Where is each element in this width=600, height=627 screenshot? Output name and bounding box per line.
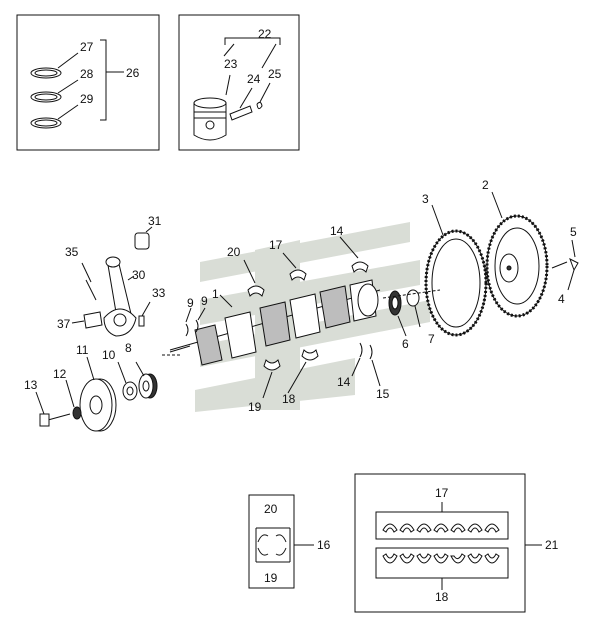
piston-box [178,14,300,151]
rod-bushing [134,232,150,250]
callout-17-box: 17 [435,486,449,500]
callout-25: 25 [268,67,282,81]
connecting-rod-group [71,226,153,337]
callout-14-top: 14 [330,224,344,238]
callout-20-box: 20 [264,502,278,516]
callout-23: 23 [224,57,238,71]
piston-pin [229,105,253,121]
callout-8: 8 [125,341,132,355]
callout-27: 27 [80,40,94,54]
circlip [256,101,263,110]
box-frame [16,14,160,151]
callout-22: 22 [258,27,272,41]
main-bearing-set-box [354,473,542,613]
callout-1: 1 [212,287,219,301]
callout-24: 24 [247,72,261,86]
callout-10: 10 [102,348,116,362]
callout-14-bottom: 14 [337,375,351,389]
spacer [122,381,138,401]
callout-19: 19 [248,400,262,414]
callout-13: 13 [24,378,38,392]
callout-19-box: 19 [264,571,278,585]
callout-18-box: 18 [435,590,449,604]
callout-5: 5 [570,225,577,239]
callout-17: 17 [269,238,283,252]
rear-flywheel-group [382,191,579,337]
callout-16: 16 [317,538,331,552]
callout-labels: 27 28 29 26 22 23 24 25 31 35 30 33 37 2… [24,27,577,604]
dowel [138,315,145,327]
callout-11: 11 [76,343,89,357]
callout-29: 29 [80,92,94,106]
callout-15: 15 [376,387,390,401]
callout-2: 2 [482,178,489,192]
box-frame [248,494,295,589]
box-frame [354,473,526,613]
callout-4: 4 [558,292,565,306]
front-pulley-group [35,356,158,432]
callout-3: 3 [422,192,429,206]
callout-26: 26 [126,66,140,80]
pulley-bolt [39,413,50,427]
flywheel-bolt [569,257,579,272]
callout-7: 7 [428,332,435,346]
bearing-cap [83,311,103,329]
callout-18: 18 [282,392,296,406]
callout-9a: 9 [187,296,194,310]
callout-6: 6 [402,337,409,351]
washer [72,406,82,420]
callout-28: 28 [80,67,94,81]
callout-9b: 9 [201,294,208,308]
lower-bearing-shells [382,553,500,564]
box-frame [178,14,300,151]
piston-rings-box [16,14,160,151]
thrust-washer-box [248,494,314,589]
callout-20: 20 [227,245,241,259]
callout-30: 30 [132,268,146,282]
crankshaft [162,279,381,366]
callout-31: 31 [148,214,162,228]
callout-35: 35 [65,245,79,259]
callout-37: 37 [57,317,71,331]
rear-ring [406,289,420,307]
upper-bearing-shells [382,523,500,533]
callout-21: 21 [545,538,559,552]
callout-12: 12 [53,367,67,381]
bearing-shells [185,236,381,399]
callout-33: 33 [152,286,166,300]
